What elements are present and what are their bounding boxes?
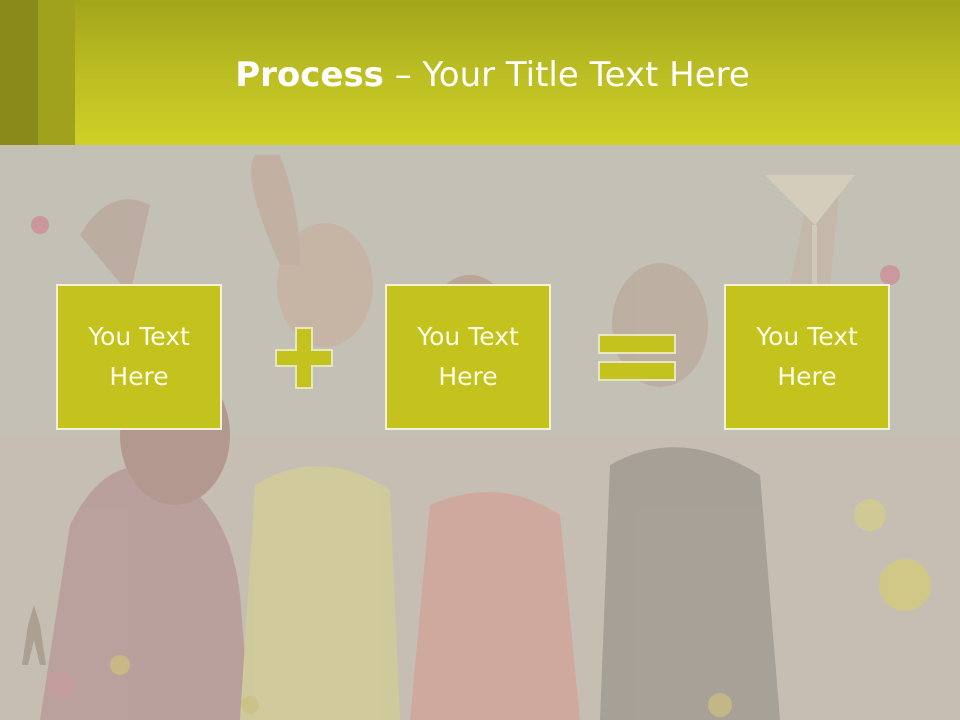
process-box-label: You Text Here xyxy=(756,322,858,391)
header-accent-strip xyxy=(0,0,38,145)
slide-title-text: – Your Title Text Here xyxy=(383,55,750,95)
process-box-2[interactable]: You Text Here xyxy=(385,284,551,430)
slide-title-bold: Process xyxy=(235,55,384,95)
party-people-illustration xyxy=(0,145,960,720)
slide-title[interactable]: Process – Your Title Text Here xyxy=(0,52,960,98)
background-photo xyxy=(0,145,960,720)
process-box-label: You Text Here xyxy=(417,322,519,391)
title-bar: Process – Your Title Text Here xyxy=(0,0,960,145)
process-box-1[interactable]: You Text Here xyxy=(56,284,222,430)
plus-icon xyxy=(275,327,333,389)
process-box-label: You Text Here xyxy=(88,322,190,391)
process-box-3[interactable]: You Text Here xyxy=(724,284,890,430)
header-accent-strip xyxy=(38,0,75,145)
equals-icon xyxy=(598,334,676,381)
